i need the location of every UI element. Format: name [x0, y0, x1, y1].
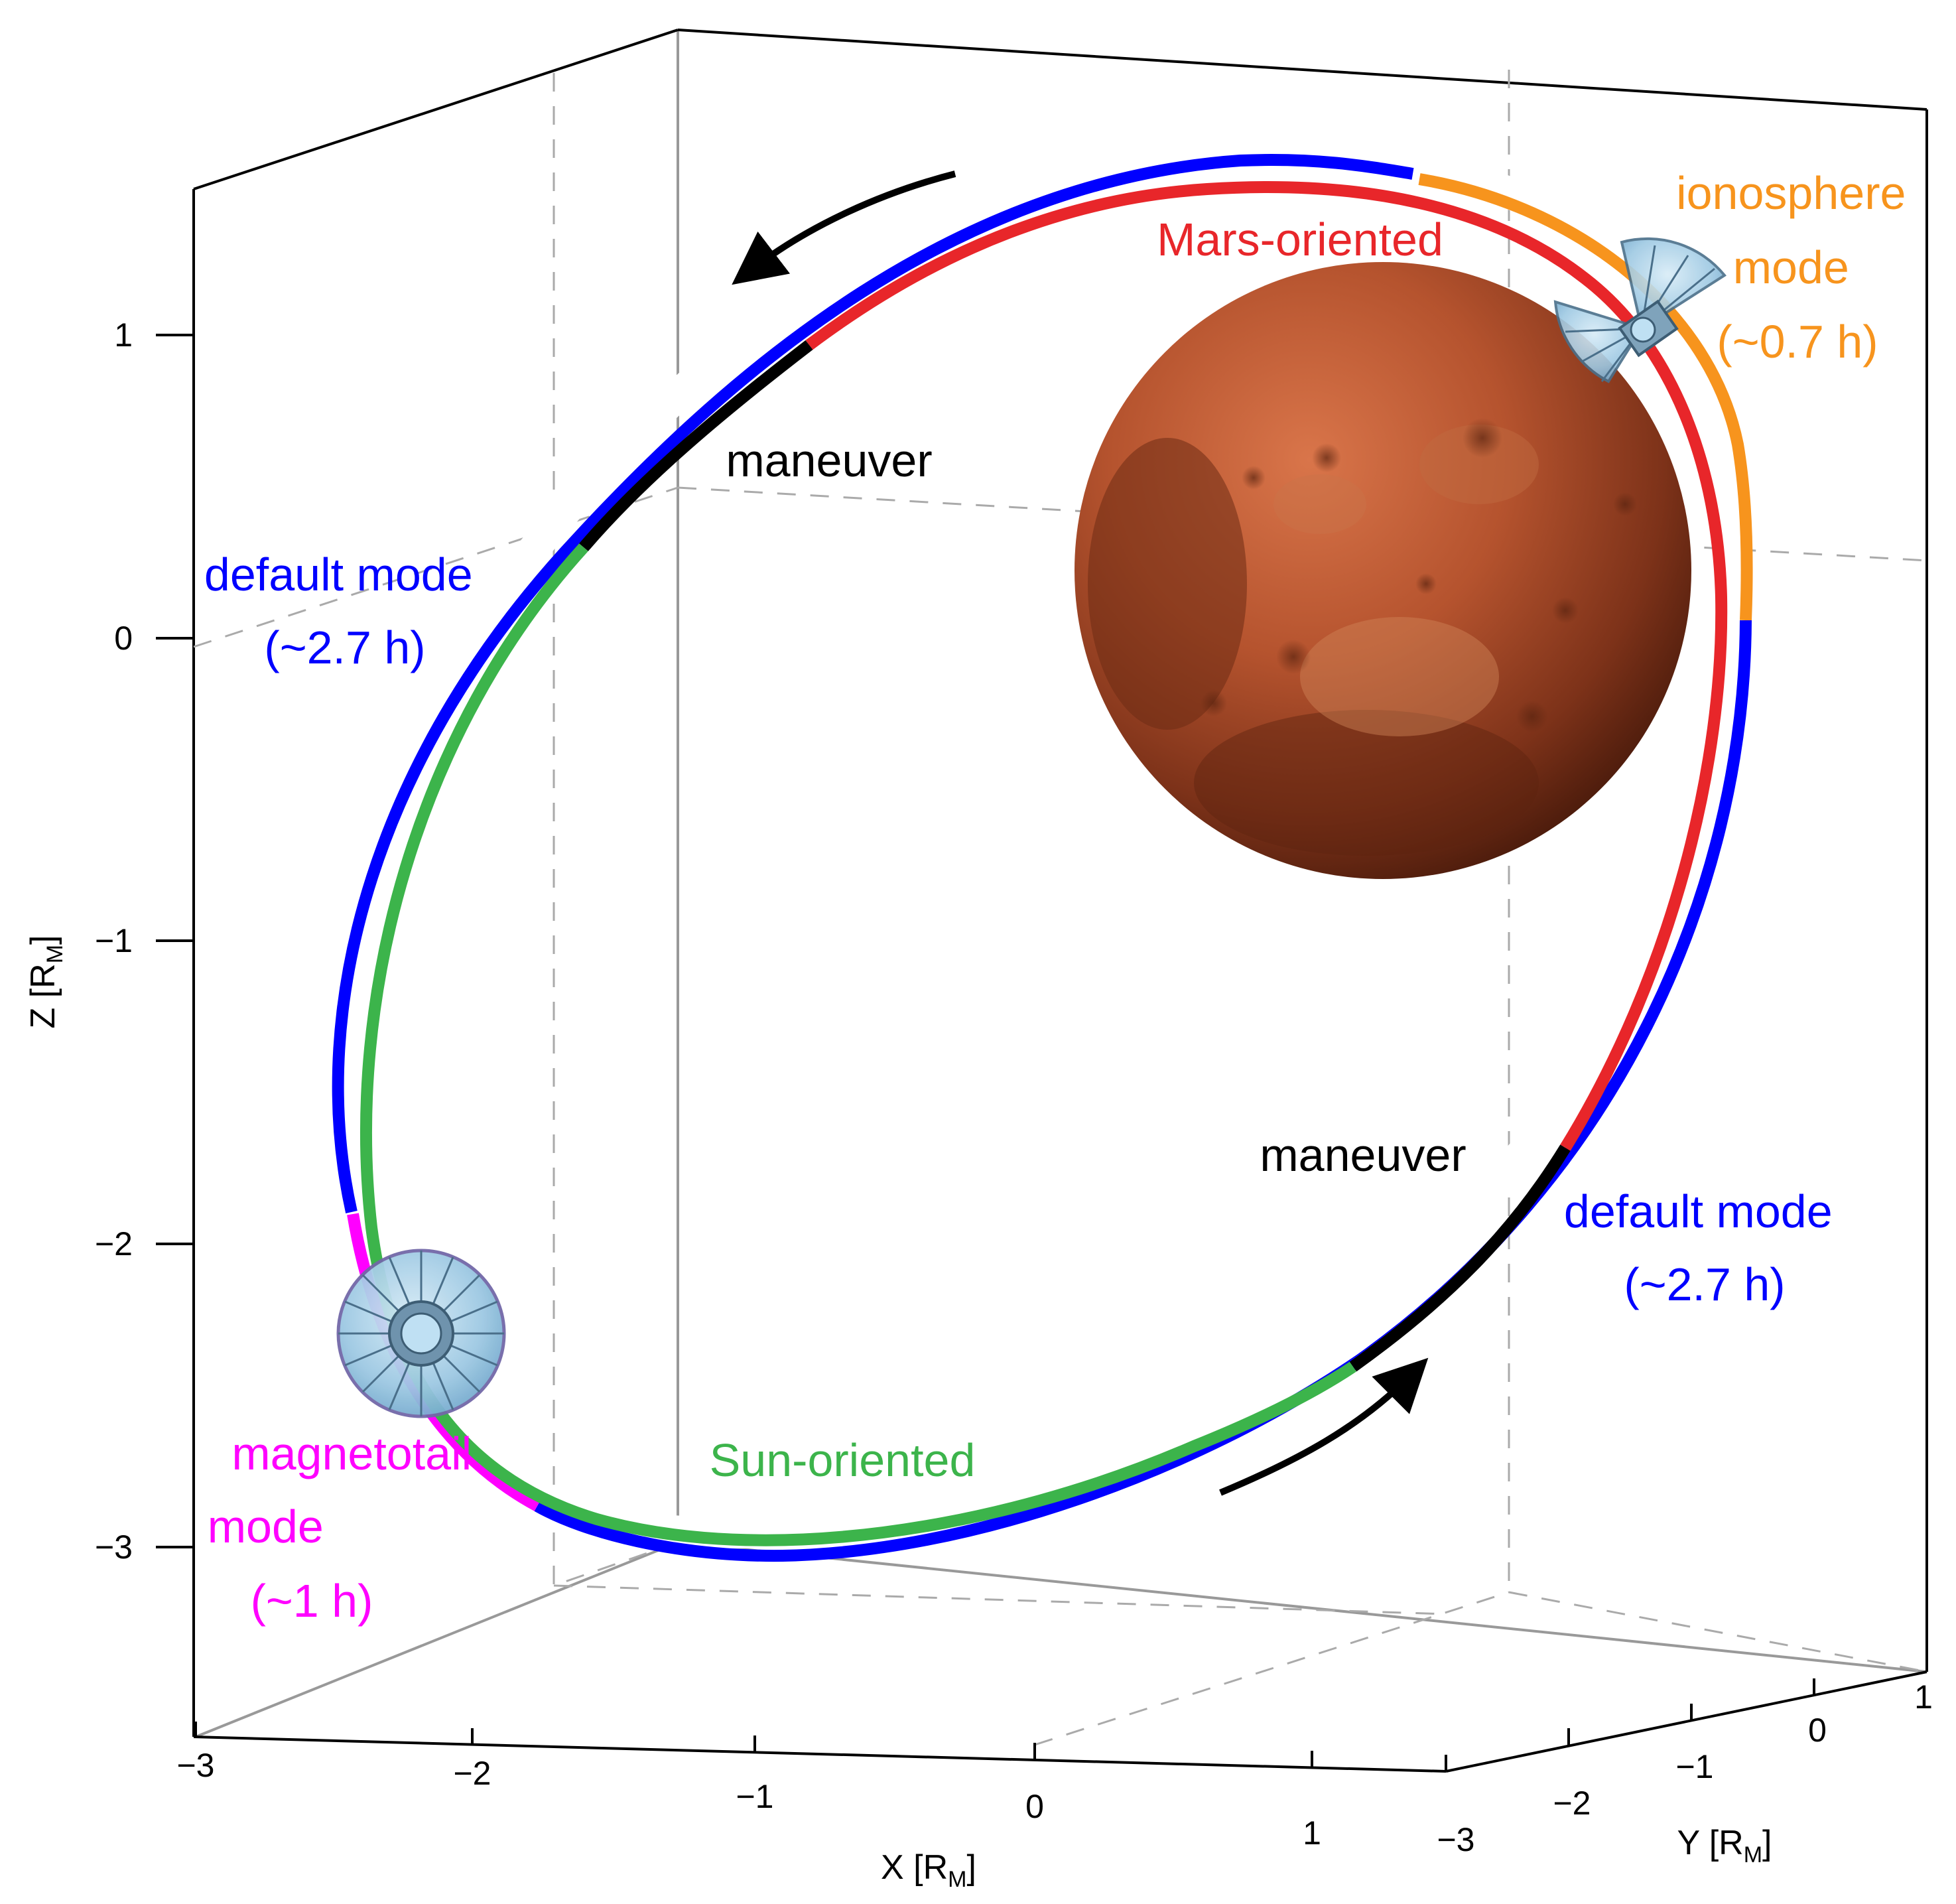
- label-magnetotail: magnetotail mode (~1 h): [208, 1428, 485, 1627]
- label-ionosphere: ionosphere mode (~0.7 h): [1676, 167, 1919, 368]
- orbit-track: [294, 133, 1753, 1562]
- direction-arrow-icon: [732, 170, 1429, 1496]
- z-axis-title: Z [RM]: [24, 935, 68, 1029]
- x-axis: −3 −2 −1 0 1 X [RM]: [176, 1722, 1321, 1892]
- x-tick: −2: [453, 1755, 491, 1792]
- label-maneuver-top: maneuver: [726, 435, 932, 486]
- x-axis-title: X [RM]: [881, 1848, 976, 1892]
- x-tick: −1: [736, 1778, 773, 1815]
- spacecraft-icon: [1553, 237, 1727, 383]
- z-tick: −3: [95, 1529, 133, 1566]
- axes-box-front: [192, 29, 1928, 1773]
- y-axis: −3 −2 −1 0 1 Y [RM]: [1437, 1655, 1933, 1868]
- inner-maneuver-bottom: [1349, 1144, 1571, 1372]
- z-tick: 1: [114, 316, 133, 354]
- label-default-right: default mode (~2.7 h): [1564, 1186, 1845, 1310]
- y-tick: 0: [1808, 1712, 1827, 1749]
- label-mars-oriented: Mars-oriented: [1157, 214, 1443, 265]
- spacecraft-icon: [336, 1249, 506, 1418]
- z-tick: −2: [95, 1225, 133, 1262]
- y-axis-title: Y [RM]: [1677, 1824, 1772, 1868]
- inner-mars-right: [805, 181, 1728, 1151]
- mars-planet-icon: [1075, 262, 1691, 879]
- x-tick: 1: [1303, 1814, 1321, 1852]
- label-default-left: default mode (~2.7 h): [204, 549, 486, 673]
- z-tick: −1: [95, 922, 133, 959]
- outer-ionosphere: [1418, 173, 1753, 621]
- axes-box: [195, 30, 1927, 1738]
- y-tick: 1: [1914, 1678, 1933, 1716]
- outer-default-left: [332, 154, 1414, 1213]
- label-maneuver-bottom: maneuver: [1260, 1129, 1466, 1181]
- x-tick: −3: [176, 1747, 214, 1784]
- y-tick: −1: [1675, 1748, 1713, 1785]
- inner-maneuver-top: [579, 340, 813, 551]
- y-tick: −3: [1437, 1821, 1474, 1858]
- z-tick: 0: [114, 620, 133, 657]
- z-axis: 1 0 −1 −2 −3 Z [RM]: [24, 316, 194, 1566]
- y-tick: −2: [1553, 1785, 1591, 1822]
- mode-labels: Mars-oriented ionosphere mode (~0.7 h) m…: [204, 167, 1919, 1627]
- x-tick: 0: [1025, 1788, 1044, 1825]
- label-sun-oriented: Sun-oriented: [710, 1434, 976, 1486]
- inner-sun-left: [360, 543, 1356, 1546]
